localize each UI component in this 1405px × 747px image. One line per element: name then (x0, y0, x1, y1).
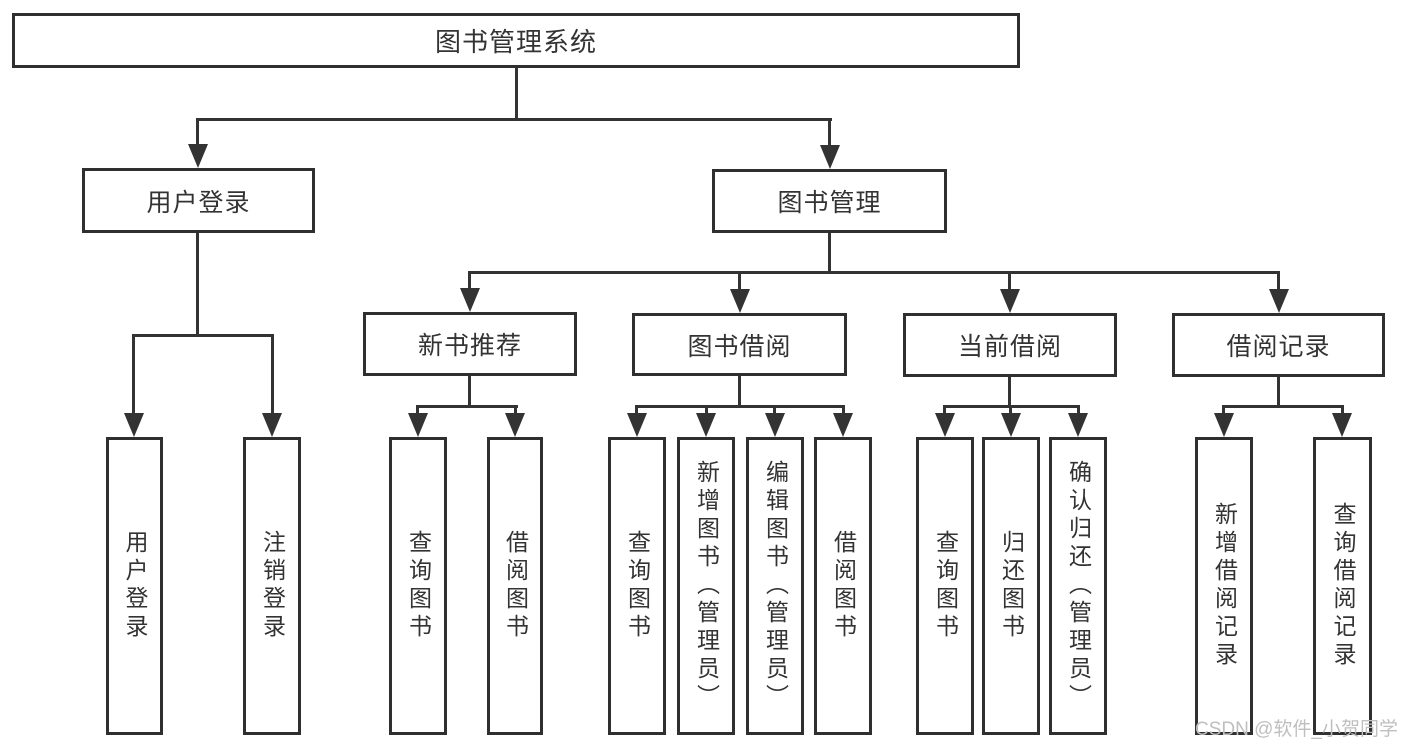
arrowhead-cb-confirm (1068, 413, 1088, 437)
leaf-bb-query-book-label: 查询图书 (624, 530, 651, 642)
arrowhead-book-mgmt (820, 145, 840, 169)
node-new-book-rec-label: 新书推荐 (417, 332, 522, 360)
node-book-mgmt: 图书管理 (712, 169, 947, 233)
leaf-bb-add-book: 新增图书（管理员） (677, 437, 735, 735)
connector-drop-bb-borrow (842, 405, 845, 415)
leaf-logout-label: 注销登录 (259, 530, 286, 642)
node-book-mgmt-label: 图书管理 (777, 189, 882, 217)
arrowhead-rec-borrow (505, 413, 525, 437)
node-user-login: 用户登录 (82, 168, 315, 233)
connector-drop-bb-edit (773, 405, 776, 415)
connector-root-bar (196, 118, 832, 121)
arrowhead-records (1269, 289, 1289, 313)
leaf-cb-confirm-return: 确认归还（管理员） (1049, 437, 1107, 735)
leaf-rec-query-book: 查询图书 (389, 437, 447, 735)
connector-drop-cb-query (943, 405, 946, 415)
arrowhead-current (1000, 289, 1020, 313)
arrowhead-leaf-logout (262, 413, 282, 437)
leaf-bb-query-book: 查询图书 (608, 437, 666, 735)
node-current-borrow-label: 当前借阅 (957, 333, 1062, 361)
node-new-book-rec: 新书推荐 (363, 312, 577, 376)
arrowhead-user-login (188, 144, 208, 168)
arrowhead-br-add (1214, 413, 1234, 437)
arrowhead-bb-add (696, 413, 716, 437)
leaf-br-add-record: 新增借阅记录 (1195, 437, 1253, 735)
leaf-br-query-record: 查询借阅记录 (1313, 437, 1372, 735)
node-book-borrow-label: 图书借阅 (687, 332, 792, 361)
connector-borrow-stem (738, 376, 741, 408)
leaf-bb-borrow-book-label: 借阅图书 (830, 530, 857, 642)
arrowhead-cb-return (1001, 413, 1021, 437)
arrowhead-br-query (1332, 413, 1352, 437)
leaf-bb-edit-book-label: 编辑图书（管理员） (762, 460, 789, 712)
leaf-rec-borrow-book: 借阅图书 (487, 437, 543, 735)
connector-drop-bb-add (705, 405, 708, 415)
node-current-borrow: 当前借阅 (903, 313, 1117, 377)
arrowhead-cb-query (935, 413, 955, 437)
connector-drop-records (1277, 271, 1280, 291)
connector-drop-rec-borrow (514, 405, 517, 415)
connector-new-book-stem (468, 376, 471, 408)
arrowhead-bb-query (627, 413, 647, 437)
arrowhead-borrow (730, 289, 750, 313)
leaf-logout: 注销登录 (243, 437, 301, 735)
connector-drop-br-query (1341, 405, 1344, 415)
connector-drop-cb-confirm (1077, 405, 1080, 415)
leaf-user-login: 用户登录 (106, 437, 163, 735)
leaf-cb-return-book: 归还图书 (982, 437, 1040, 735)
node-borrow-records-label: 借阅记录 (1226, 333, 1331, 361)
leaf-bb-add-book-label: 新增图书（管理员） (693, 460, 720, 712)
leaf-user-login-label: 用户登录 (122, 530, 148, 642)
node-borrow-records: 借阅记录 (1172, 313, 1385, 377)
node-library-system: 图书管理系统 (12, 13, 1020, 68)
leaf-cb-return-book-label: 归还图书 (998, 530, 1025, 642)
connector-drop-book-mgmt (828, 118, 831, 148)
connector-borrow-bar (635, 405, 845, 408)
connector-records-stem (1277, 377, 1280, 408)
node-library-system-label: 图书管理系统 (434, 27, 597, 57)
connector-drop-borrow (738, 271, 741, 291)
watermark: CSDN @软件_小贺同学 (1195, 719, 1398, 740)
leaf-rec-query-book-label: 查询图书 (405, 530, 432, 642)
leaf-bb-borrow-book: 借阅图书 (814, 437, 872, 735)
connector-drop-rec-query (416, 405, 419, 415)
arrowhead-bb-edit (765, 413, 785, 437)
connector-drop-leaf-login (132, 334, 135, 413)
node-book-borrow: 图书借阅 (632, 313, 847, 376)
connector-book-mgmt-stem (828, 233, 831, 274)
leaf-rec-borrow-book-label: 借阅图书 (502, 530, 529, 642)
leaf-cb-confirm-return-label: 确认归还（管理员） (1065, 460, 1092, 712)
connector-user-login-bar (132, 334, 274, 337)
leaf-cb-query-book-label: 查询图书 (932, 530, 959, 642)
arrowhead-leaf-login (124, 413, 144, 437)
connector-drop-cb-return (1009, 405, 1012, 415)
leaf-br-add-record-label: 新增借阅记录 (1211, 502, 1238, 670)
connector-drop-new-book (468, 271, 471, 291)
arrowhead-bb-borrow (833, 413, 853, 437)
connector-new-book-bar (416, 405, 518, 408)
leaf-cb-query-book: 查询图书 (916, 437, 974, 735)
arrowhead-new-book (460, 288, 480, 312)
connector-drop-leaf-logout (271, 334, 274, 413)
connector-book-mgmt-bar (468, 271, 1280, 274)
connector-records-bar (1222, 405, 1344, 408)
leaf-bb-edit-book: 编辑图书（管理员） (746, 437, 804, 735)
connector-root-stem (515, 68, 518, 118)
connector-current-stem (1008, 377, 1011, 408)
connector-drop-br-add (1222, 405, 1225, 415)
connector-drop-current (1008, 271, 1011, 291)
connector-drop-bb-query (635, 405, 638, 415)
node-user-login-label: 用户登录 (146, 188, 251, 217)
arrowhead-rec-query (408, 413, 428, 437)
leaf-br-query-record-label: 查询借阅记录 (1330, 502, 1356, 670)
connector-user-login-stem (196, 233, 199, 337)
connector-drop-user-login (196, 118, 199, 148)
